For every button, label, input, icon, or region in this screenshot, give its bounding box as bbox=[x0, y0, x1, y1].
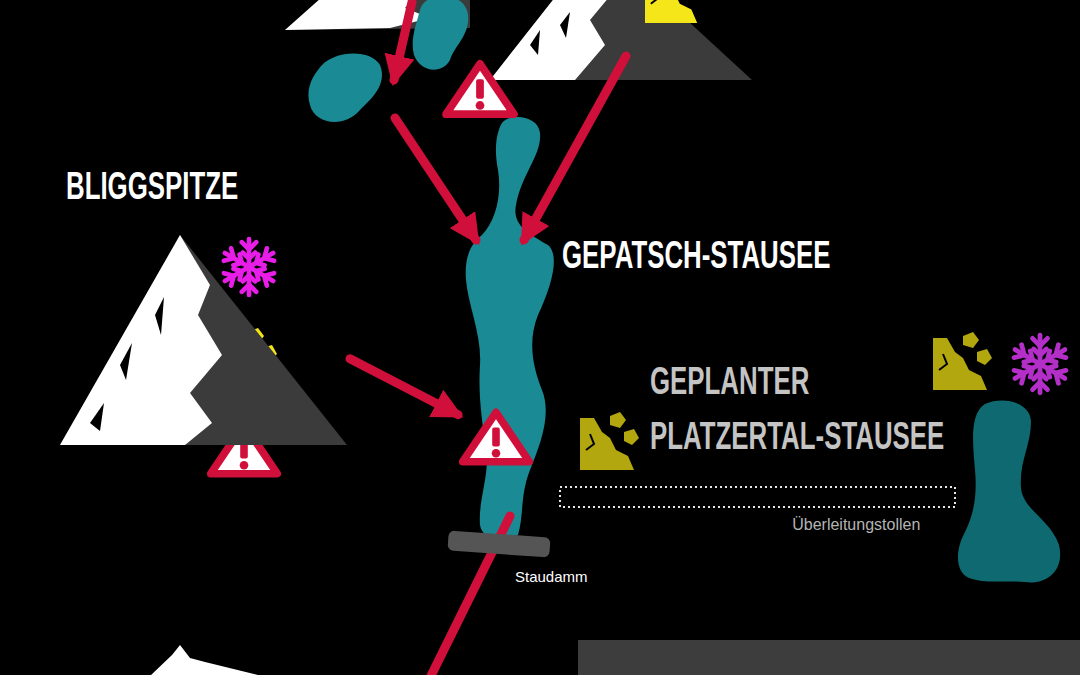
snowflake-icon bbox=[221, 239, 277, 295]
mountain-shape bbox=[60, 165, 352, 450]
lake-node: GEPLANTER PLATZERTAL-STAUSEE bbox=[955, 400, 1063, 585]
lake-shape bbox=[955, 400, 1063, 585]
part-label: Staudamm bbox=[515, 568, 588, 585]
rockfall-icon bbox=[645, 0, 702, 23]
tunnel-line bbox=[560, 487, 955, 507]
lake-node: GEPATSCH-STAUSEE bbox=[460, 115, 560, 540]
node-heading: BLIGGSPITZE bbox=[66, 159, 238, 214]
rockfall-icon bbox=[580, 412, 639, 470]
lake-shape bbox=[460, 115, 560, 540]
node-heading: GEPATSCH-STAUSEE bbox=[562, 228, 830, 283]
node-heading: GEPLANTER PLATZERTAL-STAUSEE bbox=[650, 354, 970, 464]
snowflake-icon bbox=[1011, 335, 1068, 393]
flow-arrow bbox=[394, 2, 412, 80]
panel bbox=[578, 640, 1080, 675]
flow-arrow bbox=[350, 359, 458, 415]
flow-arrow bbox=[524, 56, 626, 240]
warning-icon bbox=[446, 64, 514, 114]
rockfall-icon bbox=[933, 332, 992, 390]
flow-arrow bbox=[395, 118, 476, 240]
mountain-node: BLIGGSPITZE bbox=[60, 165, 352, 450]
mountain bbox=[490, 0, 752, 80]
flow-arrow bbox=[424, 516, 510, 675]
lake bbox=[308, 54, 382, 122]
edge-label: Überleitungstollen bbox=[789, 516, 923, 534]
lake bbox=[413, 0, 469, 70]
mountain bbox=[150, 645, 262, 675]
